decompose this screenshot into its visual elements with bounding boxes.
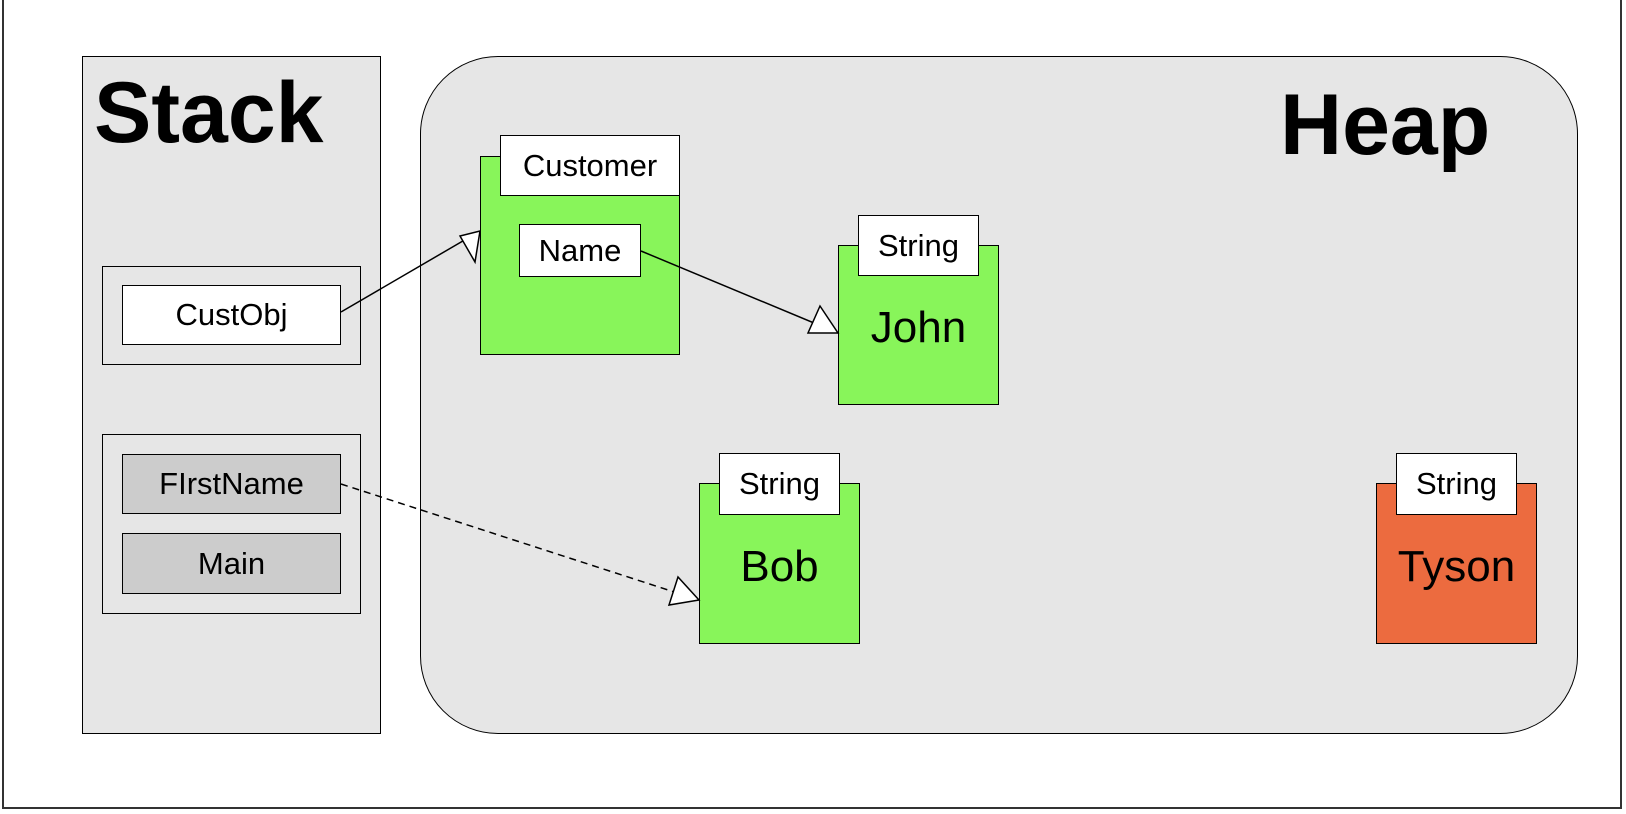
stack-panel [82,56,381,734]
customer-type-label: Customer [500,135,680,196]
bob-value: Bob [740,542,819,591]
custobj-variable: CustObj [122,285,341,345]
tyson-value: Tyson [1397,542,1516,591]
john-value: John [870,303,967,352]
stack-title: Stack [94,65,324,161]
bob-type-label: String [719,453,840,515]
customer-name-field: Name [519,224,641,277]
john-type-label: String [858,215,979,276]
tyson-type-label: String [1396,453,1517,515]
firstname-variable: FIrstName [122,454,341,514]
heap-title: Heap [1280,77,1491,173]
main-frame-slot: Main [122,533,341,594]
